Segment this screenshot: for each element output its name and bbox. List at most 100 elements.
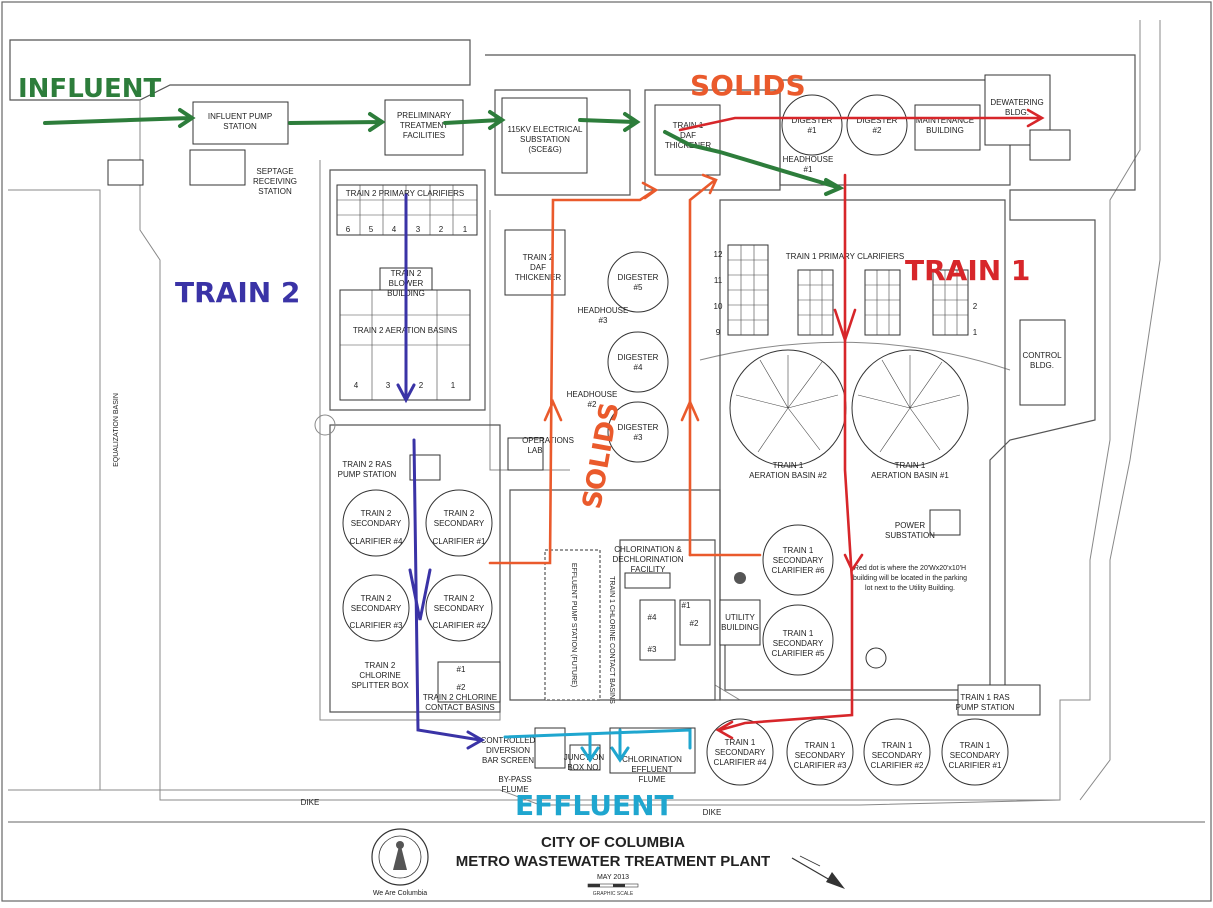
substation-label-3: (SCE&G) — [528, 145, 562, 154]
junction-label-2: BOX NO. — [567, 763, 600, 772]
power-label-2: SUBSTATION — [885, 531, 935, 540]
t2-daf-label-3: THICKENER — [515, 273, 561, 282]
clarifier-text: TRAIN 1 — [882, 741, 913, 750]
solids-top-annotation: SOLIDS — [690, 69, 806, 102]
clarifier-text: SECONDARY — [795, 751, 846, 760]
clarifier-text: TRAIN 2 — [361, 509, 392, 518]
headhouse1-label-1: HEADHOUSE — [783, 155, 834, 164]
t1-secondary-clarifier-1-label: TRAIN 1 SECONDARY CLARIFIER #1 — [949, 741, 1002, 770]
t2-splitter-label-3: SPLITTER BOX — [351, 681, 409, 690]
clarifier-text: CLARIFIER #5 — [772, 649, 825, 658]
clarifier-text: SECONDARY — [715, 748, 766, 757]
t1-secondary-clarifier-3-label: TRAIN 1 SECONDARY CLARIFIER #3 — [794, 741, 847, 770]
clarifier-text: SECONDARY — [351, 604, 402, 613]
t1-daf-label-2: DAF — [680, 131, 696, 140]
influent-annotation: INFLUENT — [18, 74, 161, 104]
digester4-label-1: DIGESTER — [618, 353, 659, 362]
t2-aeration-cell: 3 — [386, 381, 391, 390]
t1-contact-cell: #4 — [648, 613, 657, 622]
t2-primary-cell: 6 — [346, 225, 351, 234]
t2-primary-cell: 1 — [463, 225, 468, 234]
clarifier-text: TRAIN 1 — [960, 741, 991, 750]
t2-primary-cell: 5 — [369, 225, 374, 234]
t2-aeration-cell: 4 — [354, 381, 359, 390]
control-label-2: BLDG. — [1030, 361, 1054, 370]
train1-annotation: TRAIN 1 — [905, 254, 1030, 287]
seal-caption: We Are Columbia — [373, 890, 427, 897]
maintenance-label-2: BUILDING — [926, 126, 964, 135]
clarifier-text: TRAIN 2 — [361, 594, 392, 603]
headhouse3-label-2: #3 — [599, 316, 608, 325]
clarifier-text: TRAIN 1 — [725, 738, 756, 747]
dewatering-label-2: BLDG. — [1005, 108, 1029, 117]
t2-secondary-clarifier-2-label: TRAIN 2 SECONDARY CLARIFIER #2 — [433, 594, 486, 630]
clarifier-text: CLARIFIER #3 — [350, 621, 403, 630]
t1-contact-cell: #3 — [648, 645, 657, 654]
t1-daf-label-1: TRAIN 1 — [673, 121, 704, 130]
digester3-label-1: DIGESTER — [618, 423, 659, 432]
t1-primary-numbers: 12 11 10 9 2 1 — [714, 250, 978, 337]
equalization-label: EQUALIZATION BASIN — [113, 393, 120, 467]
clarifier-text: CLARIFIER #4 — [350, 537, 403, 546]
effluent-flow — [503, 728, 692, 763]
title-date: MAY 2013 — [597, 874, 629, 881]
t1-primary-num: 10 — [714, 302, 723, 311]
t2-primary-cell: 4 — [392, 225, 397, 234]
clarifier-text: CLARIFIER #2 — [871, 761, 924, 770]
chlorination-label-3: FACILITY — [631, 565, 666, 574]
digester4-label-2: #4 — [634, 363, 643, 372]
t1-aer1-label-2: AERATION BASIN #1 — [871, 471, 949, 480]
clarifier-text: SECONDARY — [773, 556, 824, 565]
t1-contact-label: TRAIN 1 CHLORINE CONTACT BASINS — [608, 576, 615, 704]
chlorination-label-2: DECHLORINATION — [613, 555, 684, 564]
eff-flume-label-2: EFFLUENT — [631, 765, 672, 774]
t1-ras-label-1: TRAIN 1 RAS — [960, 693, 1009, 702]
influent-pump-label-1: INFLUENT PUMP — [208, 112, 272, 121]
t1-secondary-clarifier-4-label: TRAIN 1 SECONDARY CLARIFIER #4 — [714, 738, 767, 767]
digester5-label-2: #5 — [634, 283, 643, 292]
prelim-label-2: TREATMENT — [400, 121, 448, 130]
eff-flume-label-3: FLUME — [638, 775, 665, 784]
t1-secondary-clarifier-5-label: TRAIN 1 SECONDARY CLARIFIER #5 — [772, 629, 825, 658]
chlorination-label-1: CHLORINATION & — [614, 545, 682, 554]
power-label-1: POWER — [895, 521, 925, 530]
digester1-label-2: #1 — [808, 126, 817, 135]
clarifier-text: TRAIN 2 — [444, 509, 475, 518]
clarifier-text: SECONDARY — [950, 751, 1001, 760]
dewatering-label-1: DEWATERING — [990, 98, 1043, 107]
solids-flow — [488, 173, 762, 565]
t2-daf-label-1: TRAIN 2 — [523, 253, 554, 262]
t2-primary-cell-numbers: 6 5 4 3 2 1 — [346, 225, 468, 234]
t2-daf-label-2: DAF — [530, 263, 546, 272]
buildings — [107, 74, 1071, 774]
tanks — [342, 94, 1009, 786]
t2-ras-label-2: PUMP STATION — [338, 470, 397, 479]
t1-aer2-label-2: AERATION BASIN #2 — [749, 471, 827, 480]
bypass-label-1: BY-PASS — [498, 775, 531, 784]
t2-contact-label-1: TRAIN 2 CHLORINE — [423, 693, 497, 702]
clarifier-text: CLARIFIER #1 — [433, 537, 486, 546]
north-arrow-icon — [791, 855, 845, 889]
title-block: We Are Columbia CITY OF COLUMBIA METRO W… — [8, 821, 1205, 897]
t2-splitter-label-1: TRAIN 2 — [365, 661, 396, 670]
maintenance-label-1: MAINTENANCE — [916, 116, 974, 125]
clarifier-text: CLARIFIER #1 — [949, 761, 1002, 770]
effluent-annotation: EFFLUENT — [515, 789, 674, 822]
t2-splitter-label-2: CHLORINE — [359, 671, 400, 680]
t2-aeration-cell: 1 — [451, 381, 456, 390]
utility-label-1: UTILITY — [725, 613, 755, 622]
headhouse1-label-2: #1 — [804, 165, 813, 174]
diversion-label-3: BAR SCREEN — [482, 756, 534, 765]
t2-primary-label: TRAIN 2 PRIMARY CLARIFIERS — [346, 189, 464, 198]
t1-primary-num: 11 — [714, 276, 723, 285]
digester5-label-1: DIGESTER — [618, 273, 659, 282]
diversion-label-2: DIVERSION — [486, 746, 530, 755]
t2-secondary-clarifier-3-label: TRAIN 2 SECONDARY CLARIFIER #3 — [350, 594, 403, 630]
clarifier-text: TRAIN 1 — [805, 741, 836, 750]
t1-primary-num: 1 — [973, 328, 978, 337]
operations-label-1: OPERATIONS — [522, 436, 574, 445]
influent-pump-label-2: STATION — [223, 122, 257, 131]
t2-ras-label-1: TRAIN 2 RAS — [342, 460, 391, 469]
